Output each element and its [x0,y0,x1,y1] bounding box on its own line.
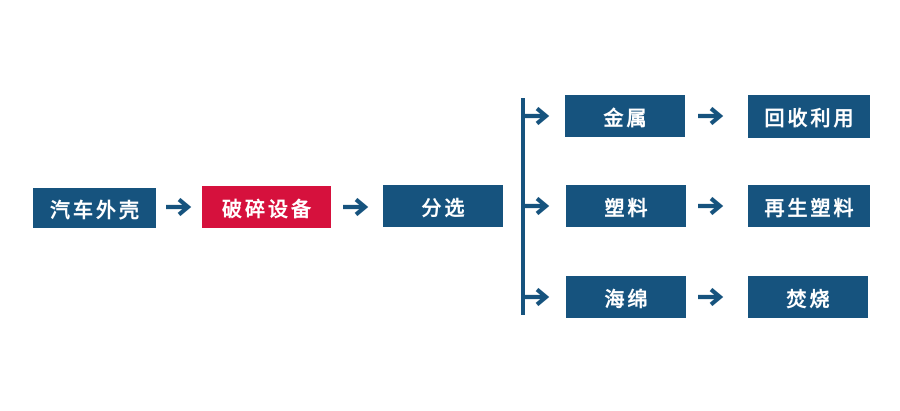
node-plastic: 塑料 [566,185,686,227]
node-recycled-plastic: 再生塑料 [748,185,870,227]
node-metal: 金属 [565,95,685,137]
node-recycling: 回收利用 [748,95,870,138]
node-sorting: 分选 [383,185,503,227]
arrow-right-icon [524,196,550,216]
node-sponge: 海绵 [566,276,686,318]
node-incineration: 焚烧 [748,276,868,318]
node-crushing-equipment: 破碎设备 [202,186,331,228]
arrow-right-icon [698,106,724,126]
arrow-right-icon [166,197,192,217]
arrow-right-icon [524,287,550,307]
arrow-right-icon [698,196,724,216]
arrow-right-icon [343,197,369,217]
arrow-right-icon [698,287,724,307]
branch-connector-line [521,98,525,315]
arrow-right-icon [524,106,550,126]
node-car-shell: 汽车外壳 [33,188,156,228]
